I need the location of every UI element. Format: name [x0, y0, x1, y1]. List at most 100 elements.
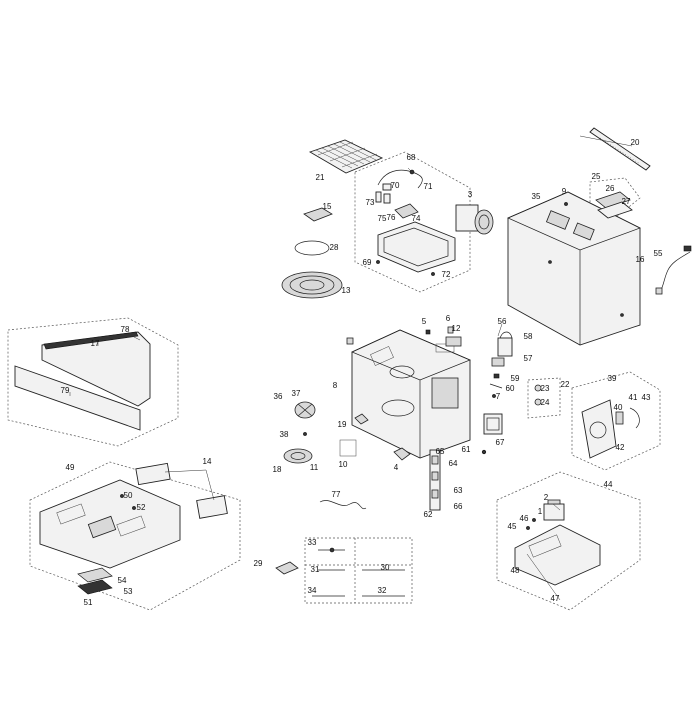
part-12-vent [445, 336, 462, 347]
part-label-47: 47 [551, 594, 560, 603]
part-27-bracket [597, 201, 633, 219]
part-label-7: 7 [496, 392, 501, 401]
part-label-9: 9 [562, 187, 567, 196]
part-70-sensor [382, 183, 392, 191]
part-label-18: 18 [273, 465, 282, 474]
part-label-49: 49 [66, 463, 75, 472]
part-79-door-trim [14, 365, 141, 431]
part-43-wire [629, 407, 640, 429]
part-label-72: 72 [442, 270, 451, 279]
part-label-64: 64 [449, 459, 458, 468]
part-75-switch [383, 193, 391, 204]
part-6-clip [447, 326, 454, 334]
part-label-33: 33 [308, 538, 317, 547]
part-label-27: 27 [622, 197, 631, 206]
part-label-14: 14 [203, 457, 212, 466]
part-label-58: 58 [524, 332, 533, 341]
part-20-top-bracket [589, 127, 651, 171]
part-label-15: 15 [323, 202, 332, 211]
part-53-cover [77, 579, 113, 595]
group-78-box [7, 317, 179, 447]
part-label-52: 52 [137, 503, 146, 512]
part-label-41: 41 [629, 393, 638, 402]
part-label-34: 34 [308, 586, 317, 595]
part-label-20: 20 [631, 138, 640, 147]
part-3-fan-motor [455, 204, 494, 235]
part-label-8: 8 [333, 381, 338, 390]
part-2-motor [543, 499, 565, 521]
part-label-77: 77 [332, 490, 341, 499]
part-label-10: 10 [339, 460, 348, 469]
part-label-59: 59 [511, 374, 520, 383]
part-28-roller-ring [294, 240, 330, 256]
part-label-55: 55 [654, 249, 663, 258]
group-39-box [571, 371, 661, 471]
part-label-6: 6 [446, 314, 451, 323]
part-55-power-cord [655, 245, 692, 295]
part-8-stud [346, 337, 354, 345]
part-67-hv-transformer [483, 413, 503, 435]
part-label-39: 39 [608, 374, 617, 383]
part-label-12: 12 [452, 324, 461, 333]
part-label-50: 50 [124, 491, 133, 500]
part-label-71: 71 [424, 182, 433, 191]
part-label-69: 69 [363, 258, 372, 267]
part-label-61: 61 [462, 445, 471, 454]
part-42-blower-housing [581, 399, 617, 459]
part-29-clip [275, 561, 299, 575]
part-label-73: 73 [366, 198, 375, 207]
main-chassis [351, 329, 471, 459]
part-label-25: 25 [592, 172, 601, 181]
leader-lines [69, 135, 633, 601]
group-68-box [354, 151, 471, 293]
part-52-screw [132, 506, 136, 510]
part-40-bracket [615, 411, 624, 425]
part-label-40: 40 [614, 403, 623, 412]
part-label-43: 43 [642, 393, 651, 402]
part-72-screw [431, 272, 435, 276]
part-label-68: 68 [407, 153, 416, 162]
part-21-rack [308, 139, 384, 174]
part-11-roller-guide [283, 448, 313, 464]
part-label-53: 53 [124, 587, 133, 596]
part-59-fuse-holder [493, 373, 500, 379]
part-9-screw [564, 202, 568, 206]
part-label-22: 22 [561, 380, 570, 389]
part-label-79: 79 [61, 386, 70, 395]
part-57-diode [491, 357, 505, 367]
part-14-grease-filter-b [196, 495, 228, 519]
part-label-42: 42 [616, 443, 625, 452]
part-label-51: 51 [84, 598, 93, 607]
part-label-56: 56 [498, 317, 507, 326]
part-label-13: 13 [342, 286, 351, 295]
part-label-16: 16 [636, 255, 645, 264]
part-48-base-tray [514, 524, 601, 586]
part-label-21: 21 [316, 173, 325, 182]
part-5-fuse [425, 329, 431, 335]
part-label-3: 3 [468, 190, 473, 199]
part-17-door-handle [41, 331, 151, 407]
part-73-switch [375, 191, 382, 203]
part-62-latch-board [429, 449, 441, 511]
part-label-38: 38 [280, 430, 289, 439]
part-33-screw-pair [318, 547, 345, 553]
part-label-60: 60 [506, 384, 515, 393]
part-label-36: 36 [274, 392, 283, 401]
part-label-74: 74 [412, 214, 421, 223]
part-45-screw [526, 526, 530, 530]
part-label-30: 30 [381, 563, 390, 572]
part-label-24: 24 [541, 398, 550, 407]
part-label-35: 35 [532, 192, 541, 201]
part-49-base-plate [39, 479, 181, 569]
part-69-screw [376, 260, 380, 264]
part-label-57: 57 [524, 354, 533, 363]
part-50-screw [120, 494, 124, 498]
part-label-17: 17 [91, 339, 100, 348]
part-label-32: 32 [378, 586, 387, 595]
part-54-lens [77, 567, 113, 583]
part-60-wire [489, 383, 503, 389]
part-label-4: 4 [394, 463, 399, 472]
